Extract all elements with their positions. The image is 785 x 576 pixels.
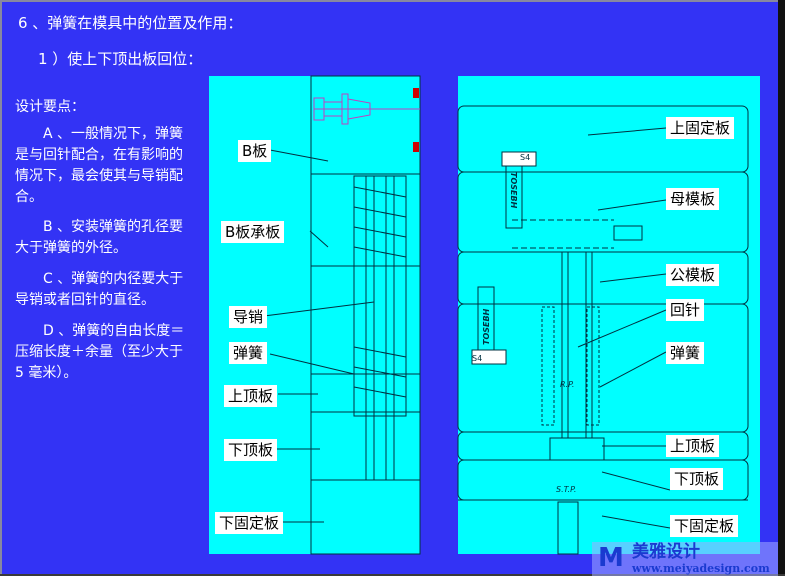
- watermark: M 美雅设计 www.meiyadesign.com: [592, 542, 778, 576]
- label-upper-ejector-left: 上顶板: [224, 385, 278, 407]
- point-b: B 、安装弹簧的孔径要大于弹簧的外径。: [15, 219, 184, 256]
- label-top-clamp: 上固定板: [666, 117, 735, 139]
- label-b-plate: B板: [238, 140, 272, 162]
- rp-mark: R.P.: [560, 380, 574, 389]
- right-mold-drawing: TOSEBH TOSEBH R.P. S.T.P. S4 S4: [457, 105, 749, 555]
- design-heading: 设计要点：: [15, 99, 85, 115]
- part-mark-bottom: TOSEBH: [482, 308, 491, 345]
- label-core-plate: 公模板: [666, 264, 720, 286]
- watermark-logo: M: [598, 543, 624, 573]
- label-return-pin: 回针: [666, 299, 705, 321]
- point-d: D 、弹簧的自由长度＝压缩长度＋余量（至少大于 5 毫米）。: [15, 323, 185, 381]
- slide-subtitle: 1 ）使上下顶出板回位：: [38, 50, 203, 68]
- slide-title: 6 、弹簧在模具中的位置及作用：: [18, 14, 243, 32]
- watermark-url: www.meiyadesign.com: [632, 562, 770, 575]
- right-border: [778, 0, 785, 574]
- label-b-support-plate: B板承板: [221, 221, 285, 243]
- point-a: A 、一般情况下，弹簧是与回针配合，在有影响的情况下，最会使其与导销配合。: [15, 126, 184, 205]
- s4-mark-bottom: S4: [472, 354, 482, 363]
- stp-mark: S.T.P.: [556, 485, 576, 494]
- part-mark-top: TOSEBH: [509, 172, 518, 209]
- label-lower-ejector-left: 下顶板: [224, 439, 278, 461]
- label-bottom-clamp-right: 下固定板: [670, 515, 739, 537]
- watermark-name: 美雅设计: [632, 542, 700, 562]
- label-upper-ejector-right: 上顶板: [666, 435, 720, 457]
- point-c: C 、弹簧的内径要大于导销或者回针的直径。: [15, 271, 184, 308]
- label-guide-pin: 导销: [229, 306, 268, 328]
- s4-mark-top: S4: [520, 153, 530, 162]
- label-lower-ejector-right: 下顶板: [670, 468, 724, 490]
- label-spring-right: 弹簧: [666, 342, 705, 364]
- left-mold-drawing: [263, 75, 421, 555]
- label-cavity-plate: 母模板: [666, 188, 720, 210]
- label-spring-left: 弹簧: [229, 342, 268, 364]
- label-bottom-clamp-left: 下固定板: [215, 512, 284, 534]
